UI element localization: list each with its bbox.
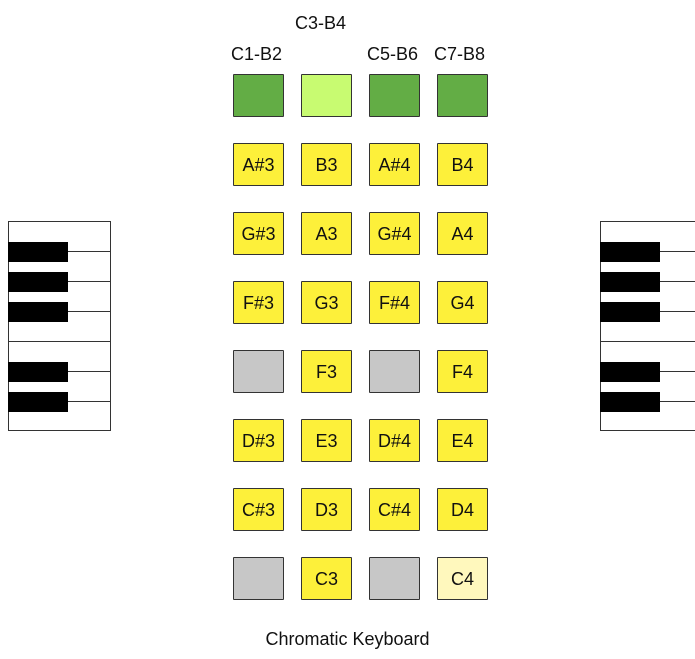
octave-label-c1-b2: C1-B2 bbox=[231, 44, 283, 64]
octave-label-c7-b8: C7-B8 bbox=[434, 44, 486, 64]
pad-g-sharp-3[interactable]: G#3 bbox=[233, 212, 284, 255]
octave-label-c5-b6: C5-B6 bbox=[367, 44, 419, 64]
pad-f3[interactable]: F3 bbox=[301, 350, 352, 393]
pad-g-sharp-4[interactable]: G#4 bbox=[369, 212, 420, 255]
pad-b4[interactable]: B4 bbox=[437, 143, 488, 186]
pad-e4[interactable]: E4 bbox=[437, 419, 488, 462]
pad-e3[interactable]: E3 bbox=[301, 419, 352, 462]
pad-c4[interactable]: C4 bbox=[437, 557, 488, 600]
pad-a-sharp-3[interactable]: A#3 bbox=[233, 143, 284, 186]
diagram-caption: Chromatic Keyboard bbox=[265, 629, 430, 649]
pad-b3[interactable]: B3 bbox=[301, 143, 352, 186]
pad-octave-c5-b6[interactable] bbox=[369, 74, 420, 117]
pad-empty-gray[interactable] bbox=[233, 557, 284, 600]
octave-label-c3-b4: C3-B4 bbox=[295, 13, 347, 33]
pad-octave-c1-b2[interactable] bbox=[233, 74, 284, 117]
pad-d3[interactable]: D3 bbox=[301, 488, 352, 531]
pad-d-sharp-3[interactable]: D#3 bbox=[233, 419, 284, 462]
pad-octave-c3-b4[interactable] bbox=[301, 74, 352, 117]
pad-a-sharp-4[interactable]: A#4 bbox=[369, 143, 420, 186]
pad-a3[interactable]: A3 bbox=[301, 212, 352, 255]
pad-f-sharp-3[interactable]: F#3 bbox=[233, 281, 284, 324]
pad-f4[interactable]: F4 bbox=[437, 350, 488, 393]
pad-empty-gray[interactable] bbox=[369, 350, 420, 393]
left-piano-keyboard-icon bbox=[8, 221, 111, 431]
pad-d4[interactable]: D4 bbox=[437, 488, 488, 531]
pad-c3[interactable]: C3 bbox=[301, 557, 352, 600]
pad-empty-gray[interactable] bbox=[369, 557, 420, 600]
pad-c-sharp-4[interactable]: C#4 bbox=[369, 488, 420, 531]
pad-g3[interactable]: G3 bbox=[301, 281, 352, 324]
pad-octave-c7-b8[interactable] bbox=[437, 74, 488, 117]
pad-g4[interactable]: G4 bbox=[437, 281, 488, 324]
pad-d-sharp-4[interactable]: D#4 bbox=[369, 419, 420, 462]
pad-empty-gray[interactable] bbox=[233, 350, 284, 393]
right-piano-keyboard-icon bbox=[600, 221, 695, 431]
pad-c-sharp-3[interactable]: C#3 bbox=[233, 488, 284, 531]
pad-f-sharp-4[interactable]: F#4 bbox=[369, 281, 420, 324]
pad-a4[interactable]: A4 bbox=[437, 212, 488, 255]
